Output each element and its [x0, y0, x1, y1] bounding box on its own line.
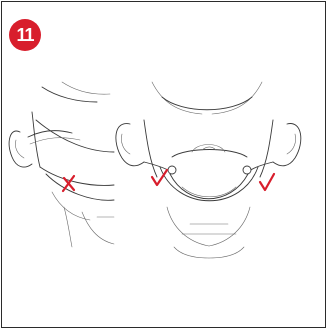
correct-fit-figure: [115, 81, 302, 259]
cross-mark-icon: [61, 174, 76, 193]
check-mark-icon: [150, 168, 169, 187]
instruction-illustration: [8, 81, 302, 259]
check-mark-icon: [258, 172, 276, 192]
incorrect-fit-figure: [8, 81, 115, 248]
step-number-badge: 11: [9, 19, 41, 51]
